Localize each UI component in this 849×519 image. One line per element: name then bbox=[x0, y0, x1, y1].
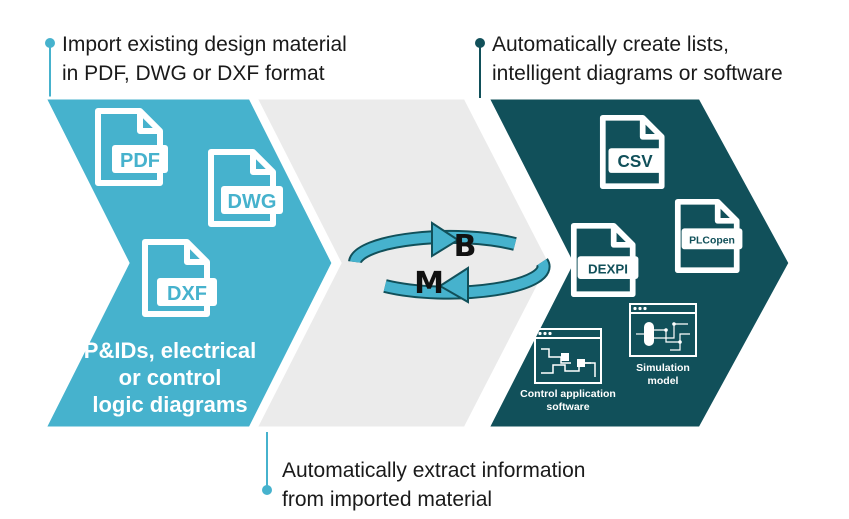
simulation-label-line2: model bbox=[647, 375, 679, 387]
simulation-model-window-icon bbox=[629, 303, 697, 357]
chevron-middle-gray bbox=[253, 96, 552, 430]
create-callout-line1: Automatically create lists, bbox=[492, 33, 729, 56]
control-label-line1: Control application bbox=[520, 388, 616, 400]
dxf-file-icon: DXF bbox=[145, 242, 217, 314]
dexpi-file-icon: DEXPI bbox=[574, 226, 639, 294]
caption-line2: or control bbox=[118, 365, 222, 390]
import-callout-dot bbox=[45, 38, 55, 48]
transform-cycle-icon bbox=[348, 221, 551, 304]
create-callout-line bbox=[479, 46, 481, 98]
pdf-label: PDF bbox=[120, 150, 160, 172]
plcopen-file-icon: PLCopen bbox=[678, 202, 743, 270]
simulation-label-line1: Simulation bbox=[636, 362, 690, 374]
simulation-model-label: Simulation model bbox=[623, 362, 703, 388]
control-software-label: Control application software bbox=[508, 388, 628, 414]
import-callout-line1: Import existing design material bbox=[62, 33, 347, 56]
dwg-label: DWG bbox=[228, 191, 277, 213]
control-software-window-icon bbox=[534, 328, 602, 384]
extract-callout-line1: Automatically extract information bbox=[282, 459, 586, 482]
plcopen-label: PLCopen bbox=[689, 236, 735, 247]
extract-callout-line bbox=[266, 432, 268, 488]
csv-file-icon: CSV bbox=[603, 118, 662, 186]
extract-callout-text: Automatically extract information from i… bbox=[282, 456, 585, 514]
extract-callout-dot bbox=[262, 485, 272, 495]
dexpi-label: DEXPI bbox=[588, 261, 628, 276]
caption-line1: P&IDs, electrical bbox=[83, 338, 257, 363]
dwg-file-icon: DWG bbox=[211, 152, 283, 224]
left-panel-caption: P&IDs, electrical or control logic diagr… bbox=[60, 337, 280, 418]
create-callout-dot bbox=[475, 38, 485, 48]
dxf-label: DXF bbox=[167, 283, 207, 305]
control-label-line2: software bbox=[546, 401, 590, 413]
import-callout-text: Import existing design material in PDF, … bbox=[62, 30, 347, 88]
create-callout-text: Automatically create lists, intelligent … bbox=[492, 30, 783, 88]
import-callout-line2: in PDF, DWG or DXF format bbox=[62, 62, 325, 85]
csv-label: CSV bbox=[618, 152, 654, 171]
letter-b: B bbox=[454, 229, 477, 264]
pdf-file-icon: PDF bbox=[98, 111, 168, 183]
caption-line3: logic diagrams bbox=[92, 392, 248, 417]
import-callout-line bbox=[49, 46, 51, 98]
letter-m: M bbox=[414, 266, 444, 301]
create-callout-line2: intelligent diagrams or software bbox=[492, 62, 783, 85]
extract-callout-line2: from imported material bbox=[282, 488, 493, 511]
